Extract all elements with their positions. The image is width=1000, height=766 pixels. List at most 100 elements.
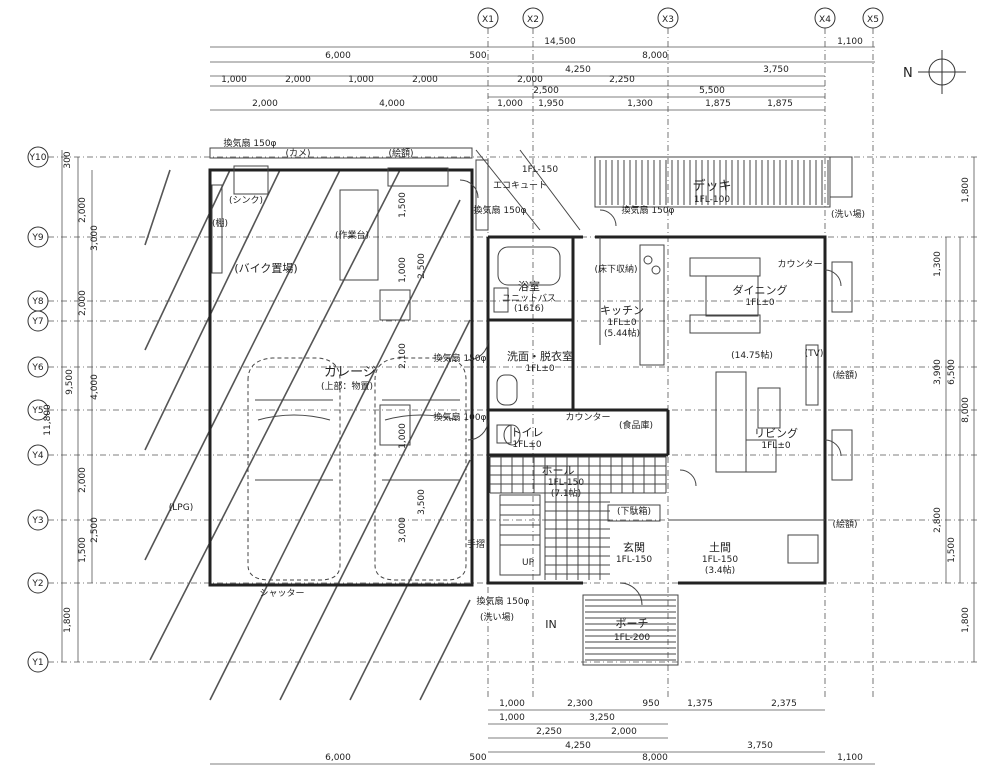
dimension-top: 4,250 [565,65,591,75]
room-label: (カメ) [285,148,310,159]
dimension-right: 1,800 [961,177,971,203]
dimension-top: 2,500 [533,86,559,96]
grid-label-y: Y3 [31,516,43,526]
dimension-top: 2,000 [517,75,543,85]
room-label: 1FL±0 [525,364,554,374]
grid-label-y: Y10 [29,153,47,163]
north-compass: N [903,50,966,94]
dimension-inner: 2,100 [398,343,408,369]
room-label: 玄関 [623,540,645,554]
grid-label-y: Y4 [31,451,43,461]
room-label: キッチン [600,304,644,317]
dimension-right: 1,500 [947,537,957,563]
room-label: (洗い場) [831,208,865,220]
dimension-left: 3,000 [90,225,100,251]
dimension-right: 1,300 [933,251,943,277]
grid-bubble-y [27,509,49,531]
room-label: 1FL-200 [614,633,650,643]
dimension-right: 1,800 [961,607,971,633]
room-label: 換気扇 150φ [224,137,277,149]
dimension-bottom: 3,250 [589,713,615,723]
grid-bubble-y [27,444,49,466]
dimension-left: 2,000 [78,290,88,316]
room-label: 手摺 [467,538,485,550]
room-label: (7.1帖) [551,487,581,499]
room-label: (作業台) [335,229,369,241]
grid-label-x: X4 [819,15,831,25]
grid-bubble-y [27,310,49,332]
grid-label-x: X2 [527,15,539,25]
room-label: (絵額) [832,369,857,381]
grid-bubble-x [862,7,884,29]
grid-bubble-y [27,356,49,378]
room-labels: ガレージ(上部：物置)(バイク置場)(作業台)(シンク)(カメ)(棚)(LPG)… [169,137,865,643]
dimension-left: 2,500 [90,517,100,543]
dimension-top: 1,300 [627,99,653,109]
dimension-bottom: 1,375 [687,699,713,709]
dimension-bottom: 3,750 [747,741,773,751]
room-label: ユニットバス [502,293,556,304]
grid-bubble-x [522,7,544,29]
room-label: (床下収納) [594,263,637,275]
dimension-top: 8,000 [642,51,668,61]
room-label: 土間 [709,541,731,554]
dimension-left: 11,800 [43,404,53,436]
room-label: 1FL-150 [616,555,652,565]
grid-label-y: Y1 [31,658,43,668]
car-outlines [247,357,467,581]
grid-label-y: Y5 [31,406,43,416]
dimension-bottom: 1,100 [837,753,863,763]
dimension-bottom: 2,250 [536,727,562,737]
dimension-top: 1,000 [221,75,247,85]
room-label: (LPG) [169,503,193,513]
hall-tiles [489,456,667,580]
dimension-inner: 1,500 [398,192,408,218]
dimension-right: 2,800 [933,507,943,533]
porch [582,594,679,666]
doors [459,179,842,606]
dimension-bottom: 4,250 [565,741,591,751]
dimension-inner: 3,000 [398,517,408,543]
deck [594,156,853,208]
room-label: (3.4帖) [705,564,735,576]
room-label: UP [522,558,535,568]
dimension-top: 1,875 [767,99,793,109]
room-label: カウンター [565,412,610,423]
room-label: シャッター [259,588,304,599]
grid-label-y: Y9 [31,233,43,243]
room-label: 1FL-150 [548,478,584,488]
room-label: ダイニング [733,283,788,297]
dimension-top: 2,000 [412,75,438,85]
grid-bubble-y [27,572,49,594]
room-label: (14.75帖) [731,349,773,361]
dimension-top: 2,000 [252,99,278,109]
grid-label-y: Y8 [31,297,43,307]
room-label: 換気扇 150φ [477,595,530,607]
dimension-bottom: 2,375 [771,699,797,709]
dimension-inner: 1,000 [398,423,408,449]
room-label: (シンク) [229,195,263,206]
room-label: デッキ [692,178,731,194]
room-label: (上部：物置) [321,380,373,392]
dimension-top: 1,000 [497,99,523,109]
dimension-top: 1,000 [348,75,374,85]
room-label: 換気扇 150φ [622,204,675,216]
grid-bubble-y [27,226,49,248]
room-label: 換気扇 150φ [474,204,527,216]
room-label: ガレージ [324,365,376,380]
dimension-inner: 1,000 [398,257,408,283]
room-label: (絵額) [832,518,857,530]
grid-bubble-y [27,651,49,673]
room-label: エコキュート [493,181,547,191]
grid-bubble-x [477,7,499,29]
dimension-left: 1,800 [63,607,73,633]
dimension-bottom: 1,000 [499,699,525,709]
room-label: 換気扇 150φ [434,352,487,364]
dimension-top: 1,875 [705,99,731,109]
dimension-bottom: 500 [469,753,486,763]
dimension-lines [61,46,975,765]
room-label: カウンター [777,259,822,270]
room-label: (食品庫) [619,419,653,431]
